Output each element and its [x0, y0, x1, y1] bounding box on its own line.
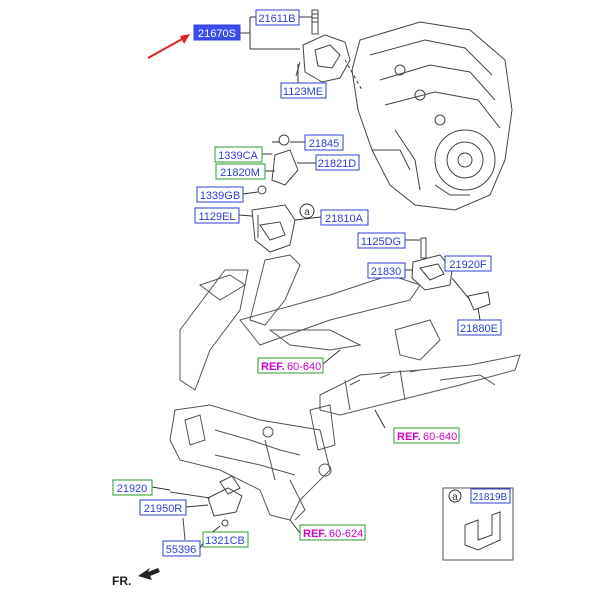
- label-1339ca[interactable]: 1339CA: [214, 146, 263, 163]
- label-21845[interactable]: 21845: [304, 134, 344, 151]
- engine-mount-bracket-drawing: [295, 9, 351, 83]
- mid-mount-drawing: [251, 134, 299, 253]
- svg-text:60-640: 60-640: [287, 361, 321, 373]
- fr-direction-indicator: FR.: [112, 568, 160, 588]
- svg-text:a: a: [304, 207, 310, 218]
- roll-rod-drawing: [169, 475, 243, 541]
- fr-arrow-icon: [138, 568, 160, 580]
- svg-text:21920: 21920: [117, 483, 148, 495]
- chassis-frame-drawing: [179, 254, 521, 451]
- svg-text:21920F: 21920F: [449, 259, 487, 271]
- ref-label-60-624[interactable]: REF. 60-624: [299, 524, 366, 541]
- engine-block-drawing: [351, 21, 513, 211]
- label-1321cb[interactable]: 1321CB: [202, 531, 249, 548]
- svg-text:1125DG: 1125DG: [361, 236, 401, 248]
- red-pointer-arrow: [147, 34, 190, 59]
- label-21810a[interactable]: 21810A: [320, 209, 369, 226]
- ref-label-60-640-upper[interactable]: REF. 60-640: [257, 357, 324, 374]
- label-21819b[interactable]: 21819B: [470, 488, 511, 504]
- svg-text:21821D: 21821D: [318, 158, 357, 170]
- label-21880e[interactable]: 21880E: [457, 319, 502, 336]
- svg-text:21611B: 21611B: [258, 13, 295, 25]
- subframe-drawing: [169, 404, 332, 521]
- label-1123me[interactable]: 1123ME: [280, 82, 327, 99]
- svg-text:21845: 21845: [309, 138, 340, 150]
- svg-text:1321CB: 1321CB: [205, 535, 245, 547]
- svg-text:21830: 21830: [371, 266, 402, 278]
- svg-text:60-640: 60-640: [423, 431, 457, 443]
- svg-text:a: a: [452, 492, 458, 503]
- trans-mount-drawing: [411, 237, 491, 311]
- svg-text:REF.: REF.: [261, 361, 285, 373]
- svg-text:21820M: 21820M: [220, 167, 260, 179]
- svg-text:21810A: 21810A: [325, 213, 364, 225]
- label-21821d[interactable]: 21821D: [315, 154, 360, 171]
- svg-text:21670S: 21670S: [198, 28, 236, 40]
- svg-text:FR.: FR.: [112, 574, 131, 588]
- svg-text:1339CA: 1339CA: [218, 150, 258, 162]
- label-1129el[interactable]: 1129EL: [194, 207, 240, 224]
- svg-text:21819B: 21819B: [473, 492, 508, 503]
- label-21820m[interactable]: 21820M: [215, 163, 266, 180]
- label-21611b[interactable]: 21611B: [255, 9, 300, 26]
- svg-text:1129EL: 1129EL: [198, 211, 235, 223]
- ref-label-60-640-lower[interactable]: REF. 60-640: [393, 427, 460, 444]
- label-21920[interactable]: 21920: [112, 479, 153, 496]
- label-1339gb[interactable]: 1339GB: [196, 186, 244, 203]
- svg-text:55396: 55396: [166, 544, 197, 556]
- svg-text:21950R: 21950R: [144, 503, 183, 515]
- svg-text:60-624: 60-624: [329, 528, 363, 540]
- svg-text:21880E: 21880E: [460, 323, 498, 335]
- svg-text:1339GB: 1339GB: [200, 190, 240, 202]
- label-21830[interactable]: 21830: [367, 262, 406, 279]
- label-21670s[interactable]: 21670S: [193, 24, 241, 41]
- svg-text:REF.: REF.: [397, 431, 421, 443]
- svg-text:REF.: REF.: [303, 528, 327, 540]
- label-55396[interactable]: 55396: [162, 540, 201, 557]
- callout-a-21810a: a: [299, 203, 315, 219]
- label-21920f[interactable]: 21920F: [444, 255, 492, 272]
- label-21950r[interactable]: 21950R: [139, 499, 187, 516]
- label-1125dg[interactable]: 1125DG: [357, 232, 406, 249]
- svg-text:1123ME: 1123ME: [283, 86, 323, 98]
- bracket-21819b-drawing: [464, 511, 501, 551]
